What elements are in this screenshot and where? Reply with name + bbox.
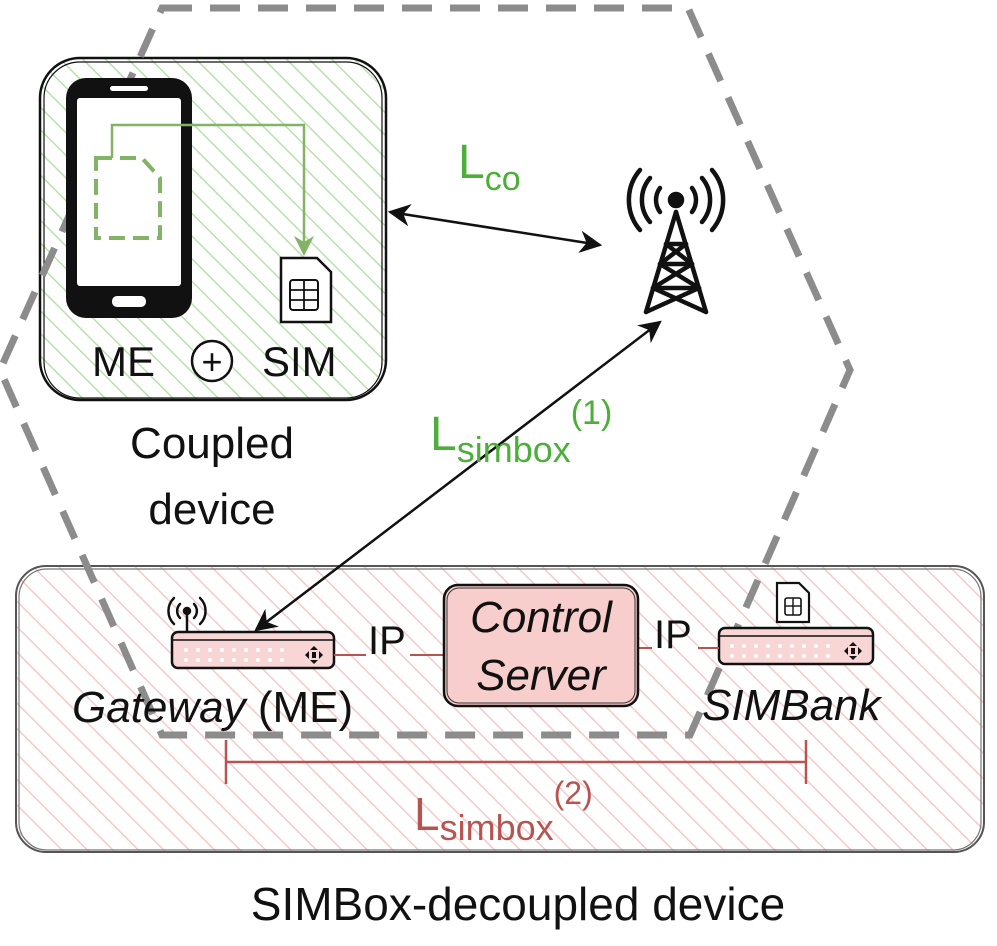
- lco-link-arrow: [387, 204, 603, 253]
- lsimbox1-sub: simbox: [457, 429, 571, 470]
- smartphone-icon: [66, 78, 192, 318]
- sim-bank-icon: [717, 581, 875, 666]
- ip-connectors: [334, 647, 719, 656]
- lco-sub: co: [485, 160, 521, 198]
- simbank-label: SIMBank: [702, 681, 883, 730]
- gateway-name: Gateway: [72, 683, 249, 732]
- lsimbox1-link-arrow: [254, 320, 662, 632]
- lsimbox2-label: Lsimbox(2): [414, 775, 593, 848]
- ip-left-label: IP: [368, 619, 406, 663]
- gateway-suffix: (ME): [246, 683, 354, 732]
- lsimbox2-sub: simbox: [440, 807, 554, 848]
- lsimbox2-sup: (2): [554, 775, 593, 811]
- control-server-line1: Control: [470, 593, 613, 642]
- control-server-box: Control Server: [442, 583, 640, 708]
- virtual-sim-outline: [94, 156, 162, 240]
- cell-tower-icon: [626, 167, 726, 315]
- gateway-label: Gateway (ME): [72, 683, 353, 732]
- coupled-caption-line1: Coupled: [130, 419, 294, 468]
- me-label: ME: [92, 338, 155, 385]
- router-icon: [167, 596, 336, 670]
- control-server-line2: Server: [476, 651, 608, 700]
- lsimbox2-span: [224, 740, 808, 784]
- decoupled-caption: SIMBox-decoupled device: [251, 878, 785, 930]
- lsimbox1-label: Lsimbox(1): [430, 394, 612, 470]
- ip-right-label: IP: [654, 613, 692, 657]
- plus-symbol: +: [201, 341, 222, 382]
- sim-connector-line: [110, 123, 314, 256]
- lsimbox1-sup: (1): [571, 394, 613, 432]
- lsimbox1-base: L: [430, 408, 457, 461]
- lco-label: Lco: [458, 136, 521, 198]
- coupled-caption-line2: device: [148, 485, 275, 534]
- lco-base: L: [458, 136, 485, 189]
- sim-card-icon: [279, 256, 333, 324]
- coverage-hexagon: [0, 4, 854, 739]
- lsimbox2-base: L: [414, 788, 440, 840]
- plus-circle-icon: +: [190, 339, 234, 383]
- sim-label: SIM: [262, 338, 337, 385]
